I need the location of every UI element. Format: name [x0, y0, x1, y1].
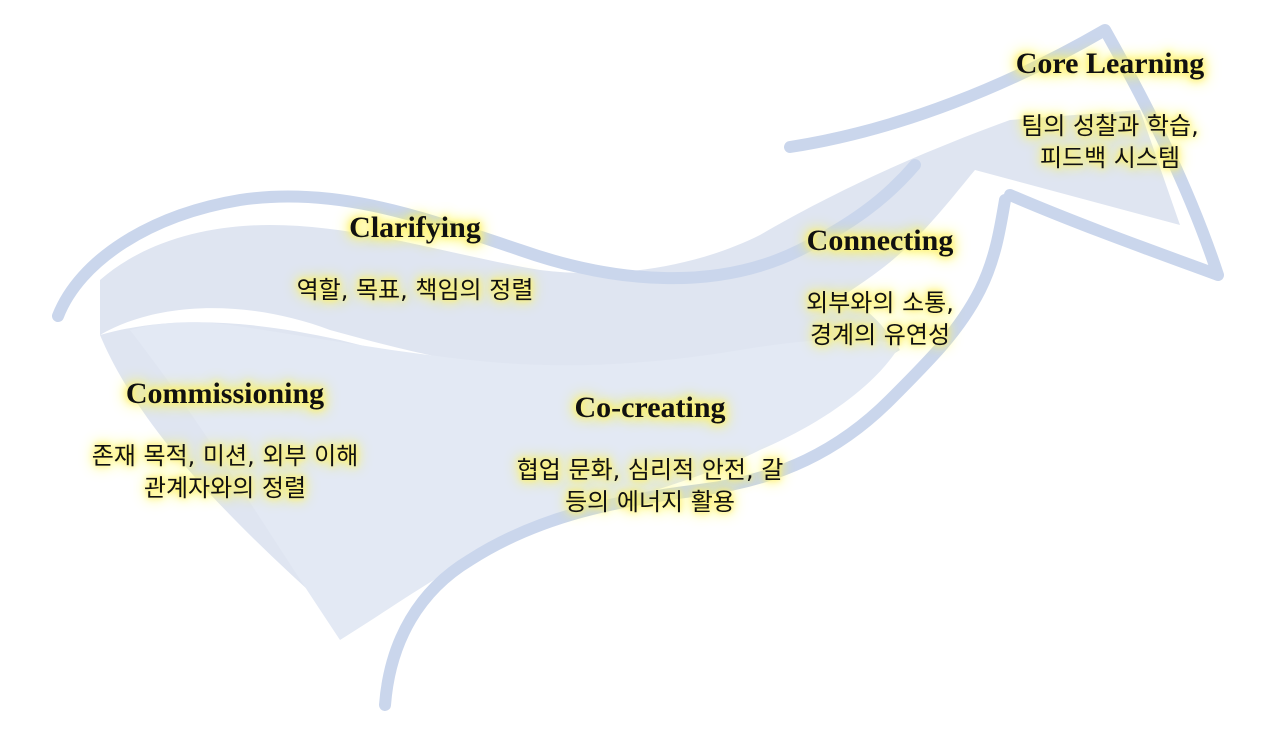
arrow-outline-top	[52, 159, 921, 322]
description-line: 역할, 목표, 책임의 정렬	[296, 276, 534, 304]
stage-description: 존재 목적, 미션, 외부 이해 관계자와의 정렬	[60, 440, 390, 504]
description-line: 협업 문화, 심리적 안전, 갈	[516, 456, 784, 484]
stage-title: Connecting	[806, 224, 954, 257]
stage-description: 외부와의 소통, 경계의 유연성	[760, 287, 1000, 351]
stage-title: Core Learning	[1015, 47, 1205, 80]
stage-connecting: Connecting 외부와의 소통, 경계의 유연성	[760, 223, 1000, 351]
stage-title: Commissioning	[125, 377, 325, 410]
stage-clarifying: Clarifying 역할, 목표, 책임의 정렬	[265, 210, 565, 306]
description-line: 경계의 유연성	[809, 321, 951, 349]
stage-title: Clarifying	[349, 211, 481, 244]
arrow-outline-bottom	[379, 194, 1011, 711]
description-line: 관계자와의 정렬	[143, 474, 307, 502]
stage-title: Co-creating	[574, 391, 726, 424]
description-line: 존재 목적, 미션, 외부 이해	[91, 442, 359, 470]
description-line: 팀의 성찰과 학습,	[1021, 112, 1199, 140]
stage-cocreating: Co-creating 협업 문화, 심리적 안전, 갈 등의 에너지 활용	[480, 390, 820, 518]
stage-commissioning: Commissioning 존재 목적, 미션, 외부 이해 관계자와의 정렬	[60, 376, 390, 504]
stage-description: 역할, 목표, 책임의 정렬	[265, 274, 565, 306]
description-line: 등의 에너지 활용	[565, 488, 735, 516]
description-line: 외부와의 소통,	[806, 289, 954, 317]
stage-description: 팀의 성찰과 학습, 피드백 시스템	[975, 110, 1245, 174]
stage-description: 협업 문화, 심리적 안전, 갈 등의 에너지 활용	[480, 454, 820, 518]
description-line: 피드백 시스템	[1039, 144, 1181, 172]
stage-core-learning: Core Learning 팀의 성찰과 학습, 피드백 시스템	[975, 46, 1245, 174]
arrow-outline-head	[784, 24, 1224, 281]
arrow-lower-fill	[130, 322, 900, 640]
